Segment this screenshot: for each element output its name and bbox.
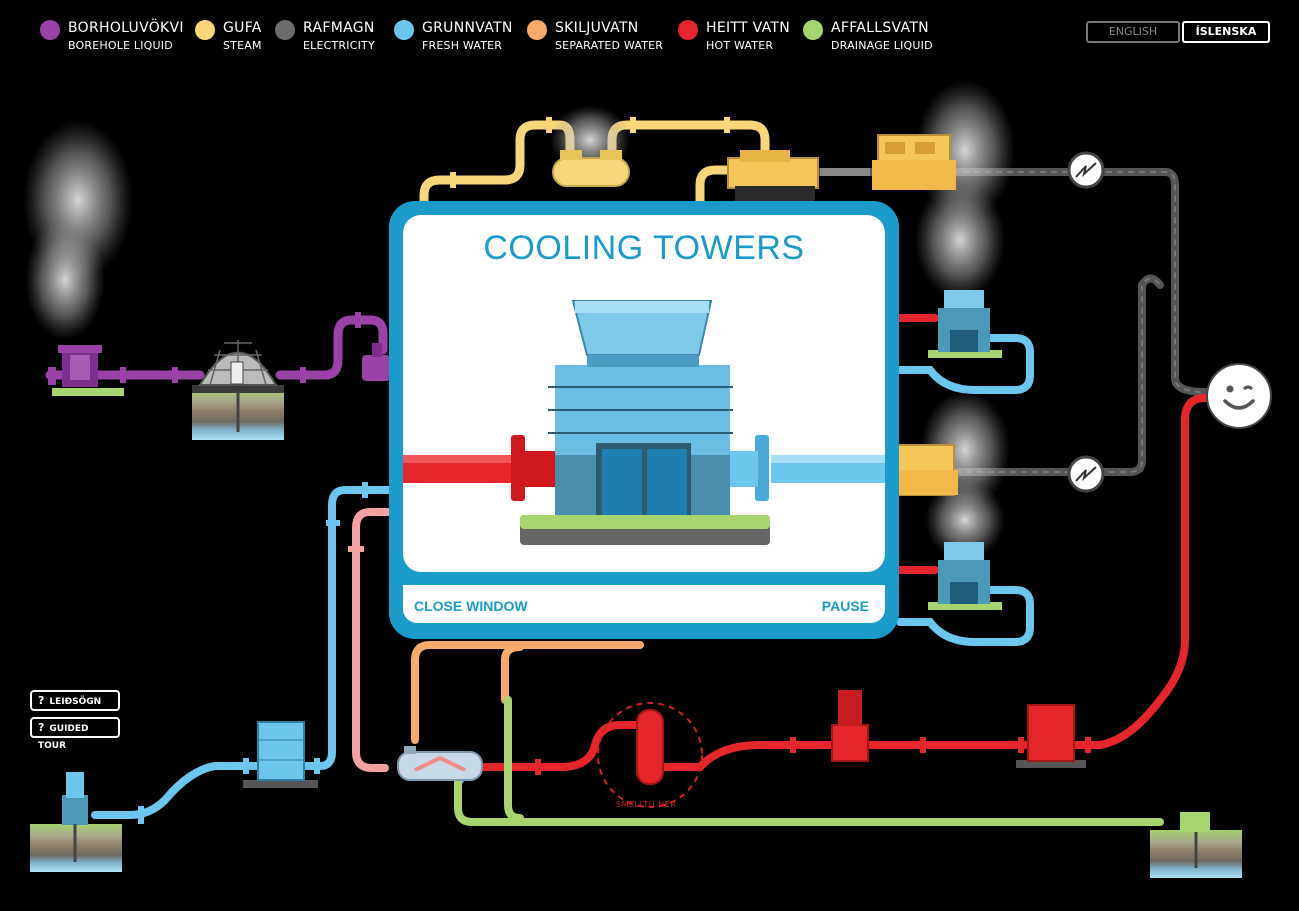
water-tank-icon: [243, 721, 318, 788]
cooling-tower-illustration: [403, 300, 885, 545]
color-swatch: [275, 20, 295, 40]
generator-icon: [897, 444, 958, 496]
color-swatch: [678, 20, 698, 40]
color-swatch: [803, 20, 823, 40]
close-window-button[interactable]: CLOSE WINDOW: [414, 598, 528, 614]
cooling-tower-icon: [928, 290, 1002, 358]
turbine-icon: [727, 150, 870, 201]
valve-icon: [362, 343, 390, 381]
legend-sublabel: BOREHOLE LIQUID: [68, 39, 173, 52]
separated-water-pipes: [411, 641, 644, 744]
question-icon: ?: [38, 694, 45, 707]
freshwater-well-icon: [30, 772, 122, 872]
legend-label: GRUNNVATN: [422, 20, 513, 36]
legend-label: AFFALLSVATN: [831, 20, 929, 36]
drainage-well-icon: [1150, 812, 1242, 878]
language-english-button[interactable]: ENGLISH: [1086, 21, 1180, 43]
legend-label: GUFA: [223, 20, 262, 36]
meter-icon: [1067, 455, 1105, 493]
legend-label: BORHOLUVÖKVI: [68, 20, 184, 36]
legend-label: SKILJUVATN: [555, 20, 639, 36]
legend-sublabel: STEAM: [223, 39, 262, 52]
wellhead-icon: [48, 345, 124, 396]
tour-label: LEIÐSÖGN: [49, 697, 102, 707]
melt-here-label[interactable]: SMELLTU HÉR: [616, 800, 677, 809]
storage-tank-icon: [1016, 704, 1086, 768]
smiley-icon[interactable]: [1206, 363, 1272, 429]
color-swatch: [527, 20, 547, 40]
meter-icon: [1067, 151, 1105, 189]
hot-water-pipes: [481, 314, 1209, 771]
modal-footer: CLOSE WINDOW PAUSE: [403, 585, 885, 623]
legend-label: RAFMAGN: [303, 20, 375, 36]
legend-sublabel: DRAINAGE LIQUID: [831, 39, 933, 52]
guided-tour-en-button[interactable]: ?GUIDED TOUR: [30, 717, 120, 751]
modal-title: COOLING TOWERS: [483, 229, 805, 267]
modal-content: COOLING TOWERS: [403, 215, 885, 572]
heat-exchanger-icon: [397, 746, 483, 781]
legend-sublabel: SEPARATED WATER: [555, 39, 664, 52]
color-swatch: [40, 20, 60, 40]
separator-dome-icon: [192, 340, 284, 440]
language-icelandic-button[interactable]: ÍSLENSKA: [1182, 21, 1270, 43]
info-modal: COOLING TOWERS: [389, 201, 899, 639]
legend-sublabel: ELECTRICITY: [303, 39, 375, 52]
pump-icon: [831, 690, 869, 762]
color-swatch: [394, 20, 414, 40]
hot-water-tank-icon: [597, 702, 703, 808]
cooling-tower-icon: [928, 542, 1002, 610]
generator-icon: [872, 134, 956, 190]
legend-sublabel: FRESH WATER: [422, 39, 503, 52]
color-swatch: [195, 20, 215, 40]
steam-separator-icon: [552, 150, 630, 187]
drainage-pipes: [454, 696, 1164, 826]
guided-tour-is-button[interactable]: ? LEIÐSÖGN: [30, 690, 120, 711]
legend-label: HEITT VATN: [706, 20, 791, 36]
legend-sublabel: HOT WATER: [706, 39, 774, 52]
tour-label: GUIDED TOUR: [38, 724, 89, 751]
pause-button[interactable]: PAUSE: [821, 598, 869, 614]
question-icon: ?: [38, 721, 45, 734]
